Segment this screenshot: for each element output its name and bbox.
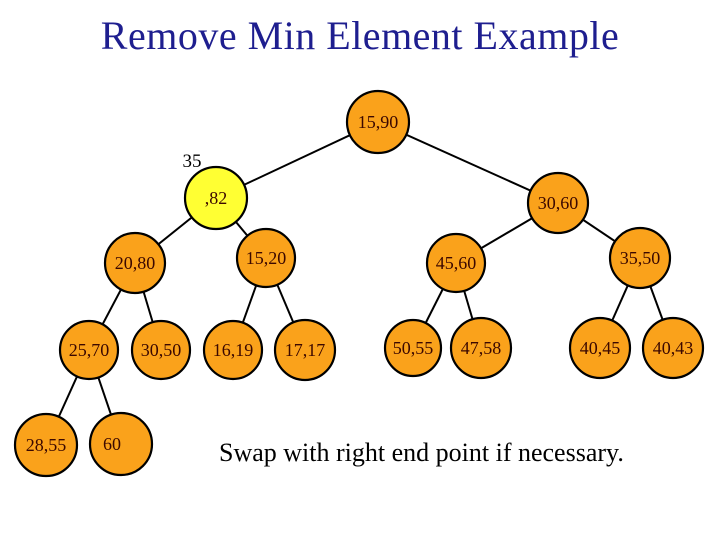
- node-circle: [273, 318, 337, 382]
- tree-node: 15,90: [345, 89, 411, 155]
- node-circle: [88, 411, 154, 477]
- node-circle: [526, 171, 590, 235]
- node-label: 15,90: [358, 112, 399, 132]
- tree-nodes: 15,90 ,82 30,60 20,80 15,20 45,60 35,50 25,70 30…: [13, 89, 705, 478]
- node-label: 30,60: [538, 193, 579, 213]
- tree-node: 35,50: [608, 226, 672, 290]
- node-label: 28,55: [26, 435, 67, 455]
- node-label: 50,55: [393, 338, 434, 358]
- tree-node: 47,58: [449, 316, 513, 380]
- tree-node: 40,45: [568, 316, 632, 380]
- node-label: 15,20: [246, 248, 287, 268]
- node-label: 40,45: [580, 338, 621, 358]
- node-label: 47,58: [461, 338, 502, 358]
- tree-node-highlighted: ,82: [183, 165, 249, 231]
- tree-node: 45,60: [425, 232, 487, 294]
- tree-node: 28,55: [13, 412, 79, 478]
- tree-node: 40,43: [641, 316, 705, 380]
- node-circle: [449, 316, 513, 380]
- node-label: 40,43: [653, 338, 694, 358]
- tree-annotations: 35: [183, 151, 202, 172]
- node-circle: [235, 227, 297, 289]
- node-circle: [58, 319, 120, 381]
- tree-node: 20,80: [103, 231, 167, 295]
- tree-node: 16,19: [202, 319, 264, 381]
- tree-edge: [377, 121, 559, 204]
- node-label: 30,50: [141, 340, 182, 360]
- node-circle: [383, 318, 443, 378]
- tree-node: 15,20: [235, 227, 297, 289]
- node-label: 25,70: [69, 340, 110, 360]
- node-label: 35,50: [620, 248, 661, 268]
- tree-node: 60: [88, 411, 154, 477]
- tree-node: 17,17: [273, 318, 337, 382]
- node-circle: [13, 412, 79, 478]
- node-circle: [202, 319, 264, 381]
- node-circle: [641, 316, 705, 380]
- node-circle: [183, 165, 249, 231]
- node-label: 20,80: [115, 253, 156, 273]
- tree-node: 25,70: [58, 319, 120, 381]
- tree-node: 30,50: [130, 319, 192, 381]
- node-label: 60: [103, 434, 121, 454]
- node-circle: [608, 226, 672, 290]
- caption-text: Swap with right end point if necessary.: [219, 438, 624, 467]
- node-circle: [425, 232, 487, 294]
- node-circle: [103, 231, 167, 295]
- node-label: ,82: [205, 188, 228, 208]
- tree-node: 50,55: [383, 318, 443, 378]
- node-label: 17,17: [285, 340, 326, 360]
- node-circle: [345, 89, 411, 155]
- node-circle: [130, 319, 192, 381]
- slide-title: Remove Min Element Example: [100, 13, 620, 58]
- tree-node: 30,60: [526, 171, 590, 235]
- node-label: 16,19: [213, 340, 254, 360]
- node-label: 45,60: [436, 253, 477, 273]
- node-circle: [568, 316, 632, 380]
- detached-key-label: 35: [183, 151, 202, 172]
